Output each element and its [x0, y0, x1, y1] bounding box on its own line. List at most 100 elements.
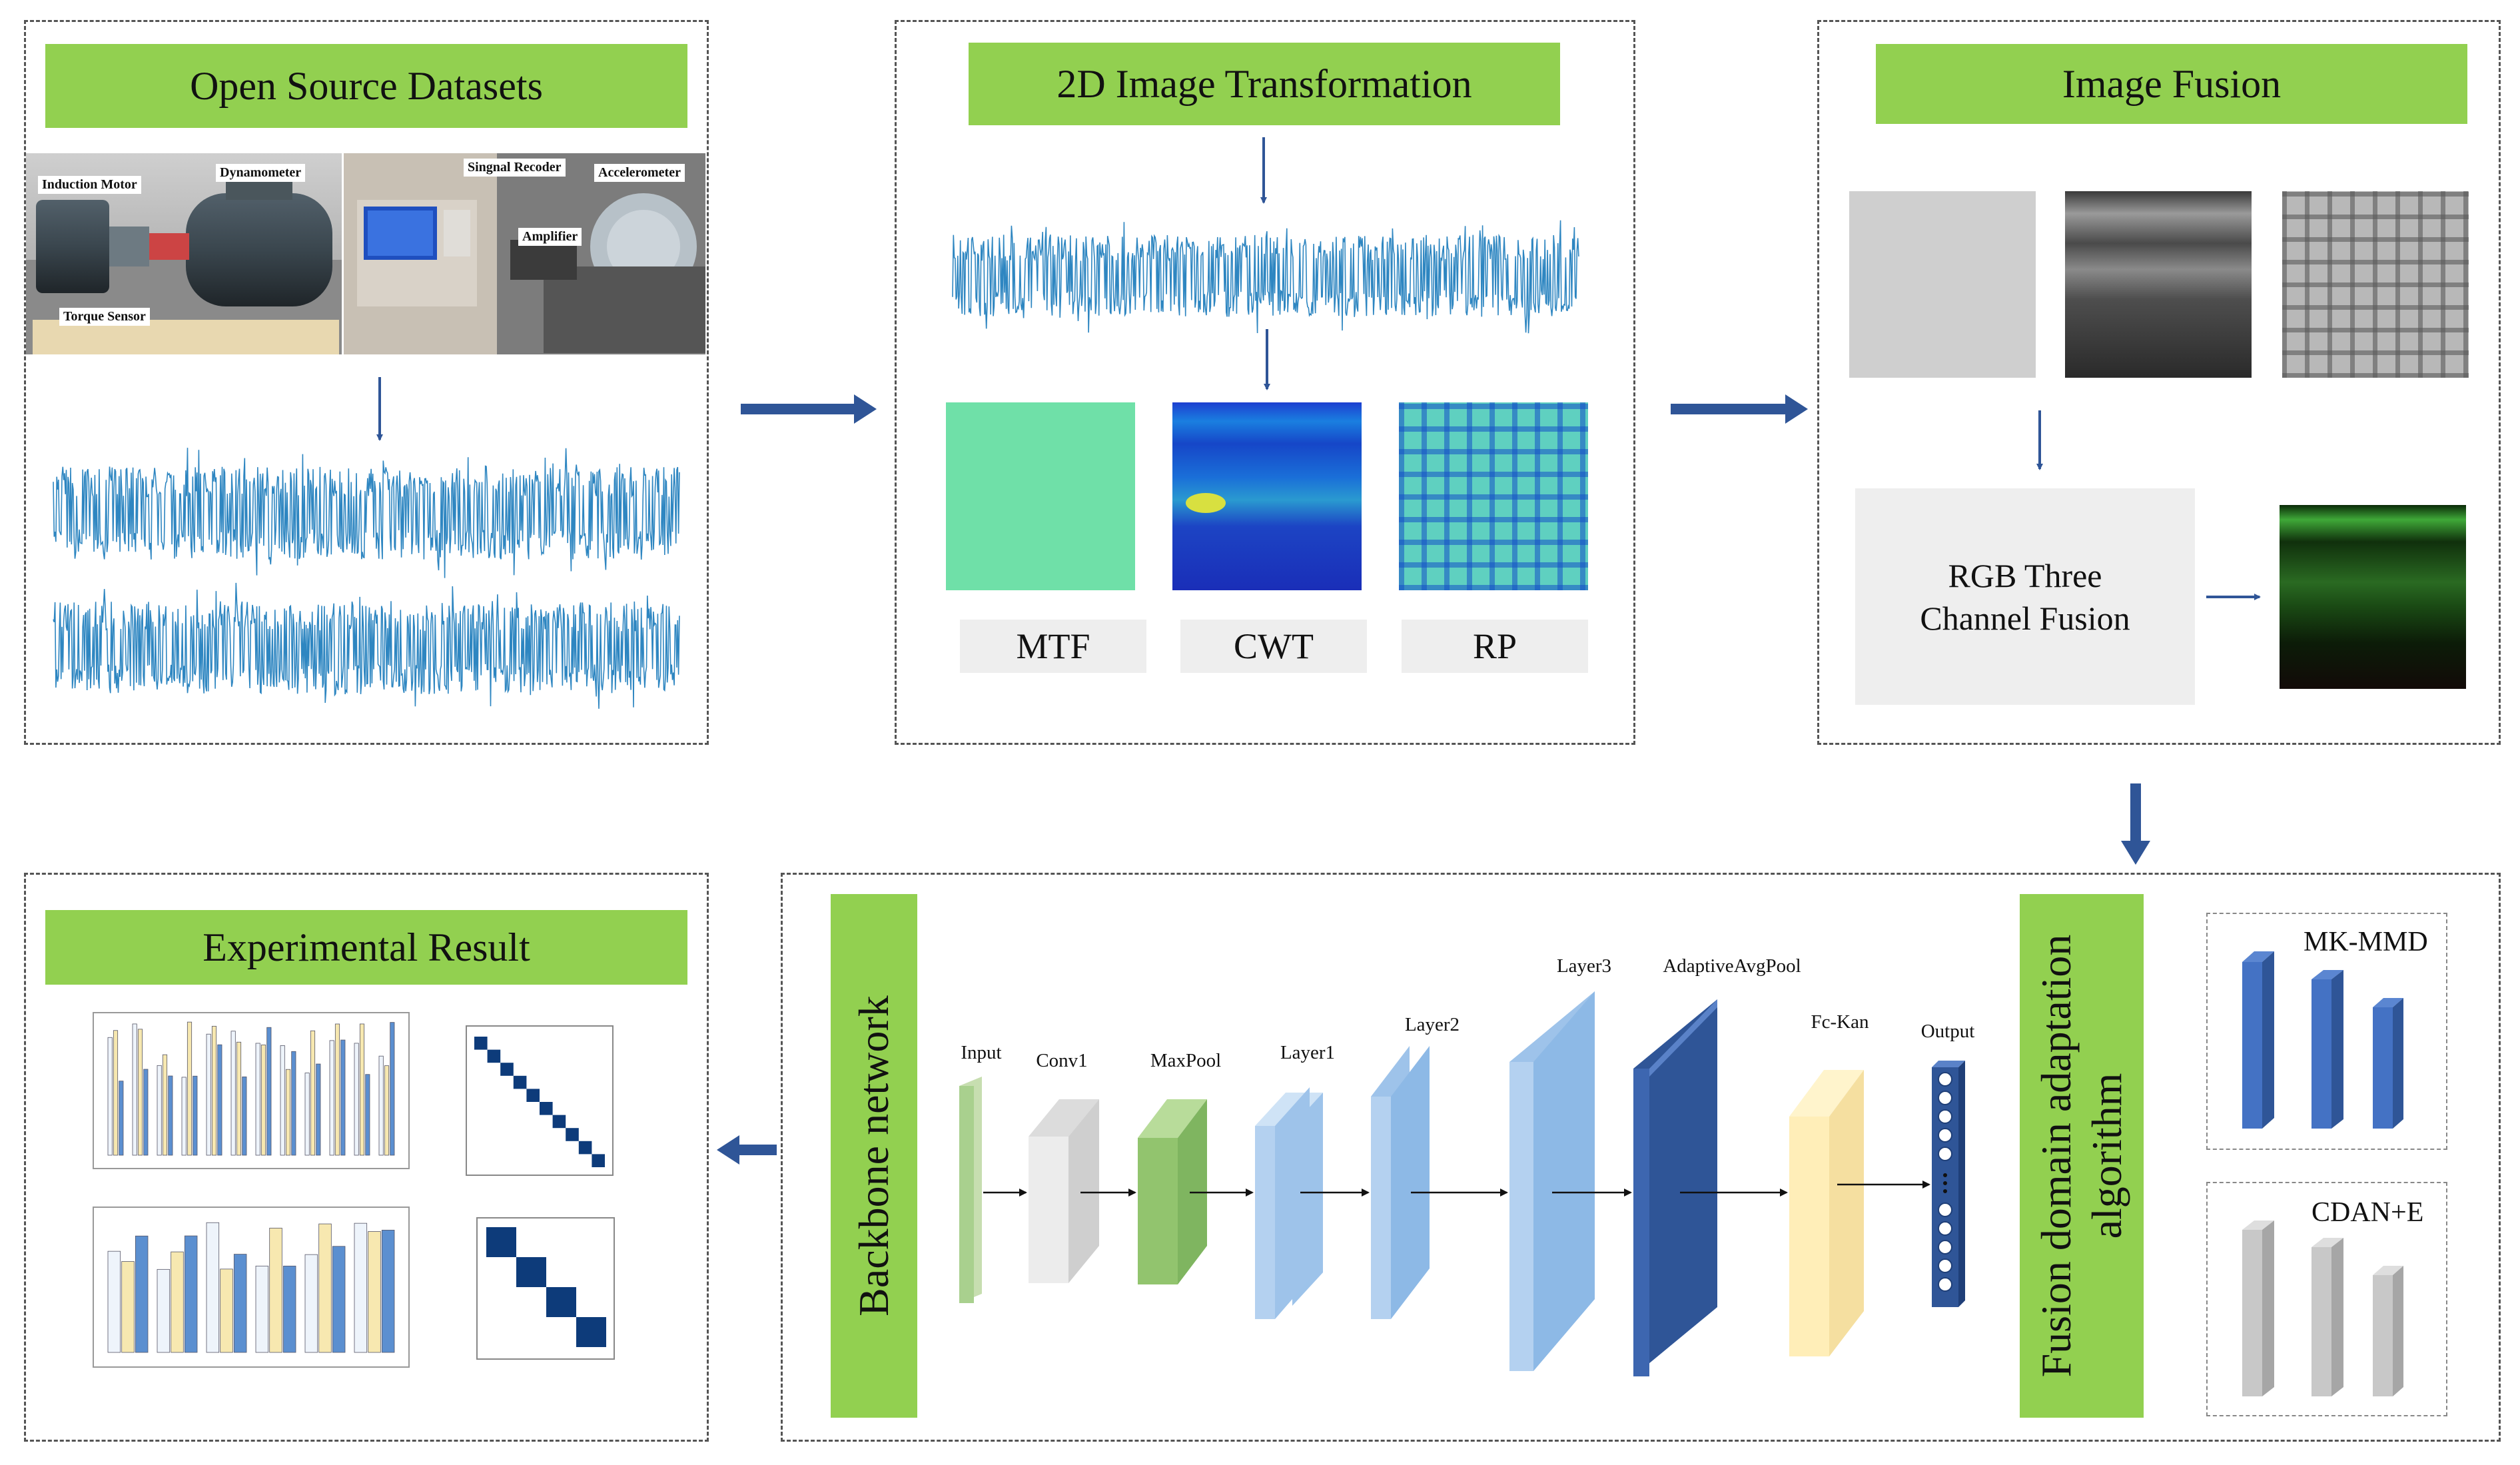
layer-label-conv1: Conv1 [1036, 1050, 1088, 1071]
arch-conv1 [1029, 1099, 1099, 1283]
result-bar [119, 1081, 124, 1156]
label-dynamometer: Dynamometer [216, 164, 306, 182]
block-arrow-datasets-to-transform [741, 394, 877, 424]
result-title: Experimental Result [45, 910, 687, 985]
confusion-diagonal-cell [526, 1089, 540, 1102]
rgb-fusion-box: RGB Three Channel Fusion [1855, 488, 2195, 705]
result-bar [381, 1230, 395, 1353]
confusion-diagonal-cell [474, 1037, 488, 1050]
result-bar [291, 1051, 296, 1156]
result-bar [354, 1222, 368, 1353]
layer-label-layer1: Layer1 [1280, 1042, 1336, 1063]
method-label-cwt: CWT [1180, 620, 1367, 673]
output-neuron [1938, 1091, 1952, 1105]
result-bar [310, 1030, 316, 1156]
result-bar [368, 1231, 381, 1353]
vibration-signal-2 [53, 582, 680, 709]
backbone-banner: Backbone network [831, 894, 917, 1418]
label-accelerometer: Accelerometer [594, 164, 685, 182]
result-bar [132, 1023, 137, 1156]
rp-image [1399, 402, 1588, 590]
result-bar [217, 1044, 222, 1156]
fusion-gray-cwt [2065, 191, 2252, 378]
layer-label-layer2: Layer2 [1404, 1014, 1460, 1035]
label-induction-motor: Induction Motor [38, 176, 141, 194]
cwt-hotspot [1186, 493, 1226, 513]
network-panel [781, 873, 2501, 1442]
fusion-gray-rp [2282, 191, 2469, 378]
signal-waveforms [53, 220, 1579, 709]
result-bar [365, 1074, 370, 1156]
result-bar [193, 1075, 198, 1156]
mkmmd-box [2206, 913, 2447, 1150]
confusion-diagonal-cell [592, 1154, 605, 1167]
motor-test-rig-photo: Induction Motor Dynamometer Torque Senso… [26, 153, 342, 354]
result-bar [233, 1254, 247, 1353]
result-bar [255, 1043, 260, 1156]
label-signal-recoder: Singnal Recoder [464, 159, 566, 177]
vibration-signal-1 [53, 448, 680, 578]
fusion-title: Image Fusion [1876, 44, 2467, 124]
confusion-diagonal-cell [500, 1063, 514, 1076]
arch-maxpool [1138, 1099, 1207, 1284]
datasets-title: Open Source Datasets [45, 44, 687, 128]
result-bar [157, 1268, 171, 1353]
layer-label-layer3: Layer3 [1556, 955, 1612, 977]
result-bar [137, 1029, 143, 1156]
confusion-diagonal-cell [578, 1141, 592, 1155]
arch-layer2 [1371, 1046, 1430, 1319]
result-bar [206, 1033, 211, 1156]
output-neuron [1938, 1109, 1952, 1124]
result-bar [121, 1261, 135, 1353]
result-bar [316, 1063, 321, 1156]
fusion-gray-mtf [1849, 191, 2036, 378]
transformation-title: 2D Image Transformation [969, 43, 1560, 125]
result-bar [255, 1265, 269, 1353]
confusion-diagonal-cell [487, 1049, 501, 1063]
arch-output [1932, 1061, 1965, 1307]
confusion-diagonal-cell [540, 1102, 553, 1115]
arch-layer1 [1255, 1087, 1323, 1319]
result-bar [157, 1065, 162, 1156]
result-bar [143, 1069, 149, 1156]
result-bar [269, 1227, 282, 1353]
result-bar [280, 1045, 285, 1156]
result-bar [304, 1073, 310, 1156]
confusion-diagonal-cell [516, 1257, 546, 1287]
result-confusion-matrix-1 [466, 1025, 614, 1176]
result-bar [378, 1055, 384, 1156]
transformation-panel [895, 20, 1635, 745]
output-neuron [1938, 1147, 1952, 1161]
result-bar [318, 1223, 332, 1353]
result-bar [384, 1065, 390, 1156]
result-bar [282, 1265, 296, 1353]
result-bar [162, 1054, 168, 1156]
result-bar [184, 1235, 198, 1353]
result-bar [211, 1025, 217, 1156]
result-bar [236, 1041, 242, 1156]
result-bar-chart-2 [93, 1207, 410, 1368]
confusion-diagonal-cell [546, 1287, 576, 1317]
arch-connectors [983, 1181, 1930, 1197]
label-amplifier: Amplifier [518, 228, 582, 246]
layer-label-maxpool: MaxPool [1150, 1050, 1222, 1071]
result-bar [107, 1037, 113, 1156]
arch-input [959, 1077, 982, 1303]
output-neuron [1938, 1203, 1952, 1217]
result-bar [242, 1076, 247, 1156]
confusion-diagonal-cell [552, 1115, 566, 1129]
domain-adaptation-banner: Fusion domain adaptation algorithm [2020, 894, 2144, 1418]
block-arrow-network-to-result [717, 1135, 777, 1165]
confusion-diagonal-cell [576, 1317, 606, 1347]
result-bar [340, 1039, 346, 1156]
result-bar [220, 1268, 233, 1353]
output-ellipsis-dot [1943, 1189, 1947, 1193]
method-label-rp: RP [1402, 620, 1588, 673]
output-ellipsis-dot [1943, 1173, 1947, 1177]
result-bar [107, 1250, 121, 1353]
result-bar [113, 1030, 119, 1156]
layer-label-input: Input [961, 1042, 1002, 1063]
result-bar [354, 1043, 359, 1156]
fusion-panel [1817, 20, 2501, 745]
cdan-bars [2242, 1221, 2403, 1396]
